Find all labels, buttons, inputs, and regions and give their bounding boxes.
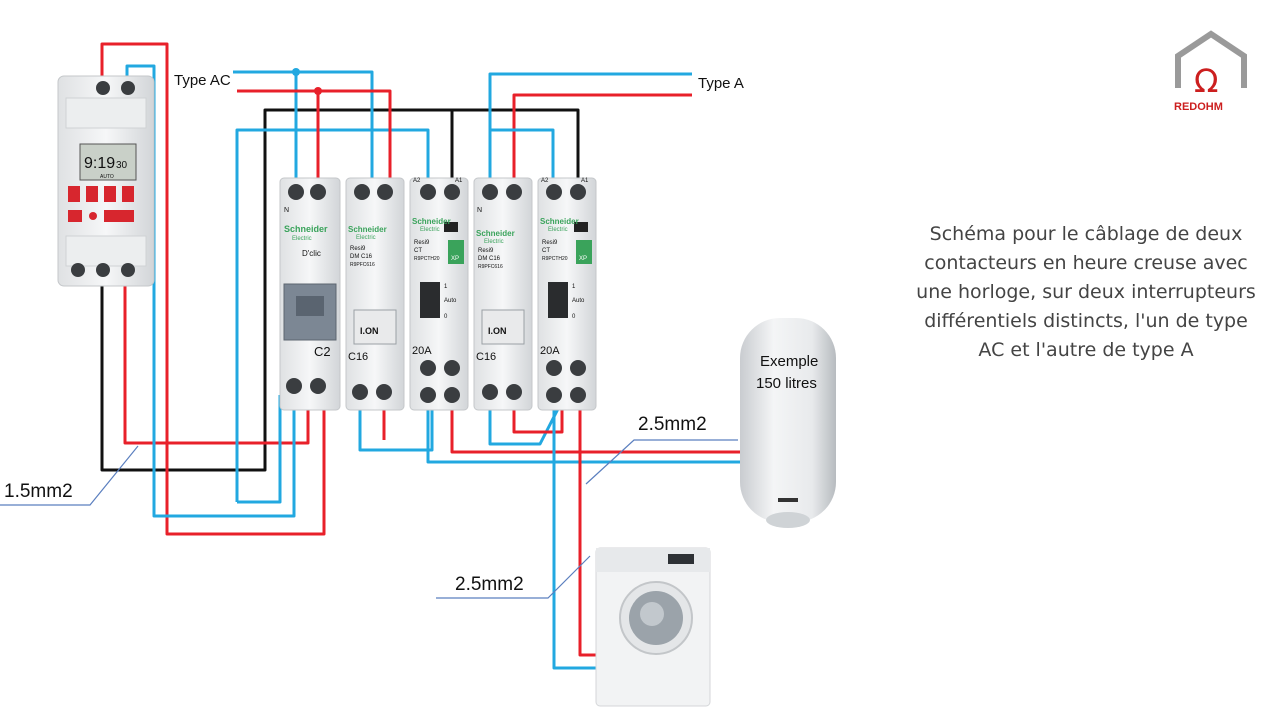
black-control-wire <box>100 108 580 472</box>
blue-return-wire <box>235 128 430 502</box>
b1-line1: Resi9 <box>350 246 366 252</box>
rcd-ac-brand: Schneider <box>284 224 328 234</box>
rcd-a-line1: Resi9 <box>478 248 494 254</box>
c2-badge: XP <box>579 256 587 262</box>
c1-line1: Resi9 <box>414 240 430 246</box>
c2-line3: R9PCTH20 <box>542 256 568 262</box>
label-cable-2-5-b: 2.5mm2 <box>455 574 524 595</box>
red-timer-supply-wire <box>100 42 326 536</box>
blue-typea-feed <box>488 72 692 195</box>
rcd-a-line3: R9PFC616 <box>478 264 503 270</box>
label-cable-1-5: 1.5mm2 <box>4 481 73 502</box>
junction-red <box>314 87 322 95</box>
label-cable-2-5-a: 2.5mm2 <box>638 414 707 435</box>
blue-c2-wm <box>552 368 596 670</box>
tank-label-1: Exemple <box>760 353 818 370</box>
label-type-ac: Type AC <box>174 72 231 89</box>
washing-machine <box>595 547 711 707</box>
b1-line2: DM C16 <box>350 254 373 260</box>
c1-a1: A1 <box>455 178 463 184</box>
wires <box>100 42 742 670</box>
rcd-a-handle: I.ON <box>488 326 507 336</box>
c1-pos1: 1 <box>444 284 448 290</box>
description-text: Schéma pour le câblage de deux contacteu… <box>900 220 1272 365</box>
rcd-a-n: N <box>477 207 482 214</box>
blue-c1-tank <box>426 395 742 464</box>
description-line: Schéma pour le câblage de deux <box>929 223 1243 245</box>
c1-rating: 20A <box>412 345 432 357</box>
rcd-ac-model: D'clic <box>302 249 321 258</box>
contactor-2-module: A2 A1 Schneider Electric Resi9 CT R9PCTH… <box>537 177 597 411</box>
timer-mode: AUTO <box>100 174 114 180</box>
c1-pos2: Auto <box>444 298 457 304</box>
c2-a2: A2 <box>541 178 549 184</box>
blue-typeac-feed <box>233 70 374 195</box>
c2-line1: Resi9 <box>542 240 558 246</box>
c2-brand2: Electric <box>548 227 568 233</box>
blue-a-c2 <box>488 395 562 446</box>
c1-a2: A2 <box>413 178 421 184</box>
rcd-type-a-module: N Schneider Electric Resi9 DM C16 R9PFC6… <box>473 177 533 411</box>
description-line: différentiels distincts, l'un de type <box>924 310 1248 332</box>
rcd-a-rating: C16 <box>476 351 496 363</box>
contactor-1-module: A2 A1 Schneider Electric Resi9 CT R9PCTH… <box>409 177 469 411</box>
c1-badge: XP <box>451 256 459 262</box>
blue-typea-control <box>490 128 555 195</box>
breaker-c16-module: Schneider Electric Resi9 DM C16 R9PFC616… <box>345 177 405 411</box>
rcd-ac-rating: C2 <box>314 344 331 359</box>
b1-brand: Schneider <box>348 225 387 234</box>
water-heater: Exemple 150 litres <box>740 318 836 528</box>
junction-blue <box>292 68 300 76</box>
blue-timer-supply-wire <box>125 64 296 518</box>
red-timer-output-wire <box>123 276 310 445</box>
timer-module: 9:19 30 AUTO <box>57 75 155 287</box>
timer-seconds: 30 <box>116 160 128 171</box>
rcd-a-line2: DM C16 <box>478 256 501 262</box>
c2-pos3: 0 <box>572 314 576 320</box>
rcd-type-ac-module: N Schneider Electric D'clic C2 <box>279 177 341 411</box>
rcd-a-brand2: Electric <box>484 239 504 245</box>
b1-line3: R9PFC616 <box>350 262 375 268</box>
leader-lines <box>0 439 738 599</box>
c1-brand: Schneider <box>412 217 451 226</box>
c2-brand: Schneider <box>540 217 579 226</box>
rcd-ac-brand2: Electric <box>292 236 312 242</box>
c2-pos1: 1 <box>572 284 576 290</box>
redohm-logo: Ω REDOHM <box>1174 30 1247 113</box>
c1-line2: CT <box>414 248 422 254</box>
c1-pos3: 0 <box>444 314 448 320</box>
c2-pos2: Auto <box>572 298 585 304</box>
b1-rating: C16 <box>348 351 368 363</box>
c2-rating: 20A <box>540 345 560 357</box>
c2-a1: A1 <box>581 178 589 184</box>
blue-return-wire-b <box>237 395 282 504</box>
c1-line3: R9PCTH20 <box>414 256 440 262</box>
omega-icon: Ω <box>1194 62 1218 100</box>
c2-line2: CT <box>542 248 550 254</box>
description-line: AC et l'autre de type A <box>978 339 1194 361</box>
rcd-ac-n: N <box>284 207 289 214</box>
red-typea-feed <box>512 93 692 195</box>
tank-label-2: 150 litres <box>756 375 817 392</box>
rcd-a-brand: Schneider <box>476 229 515 238</box>
logo-text: REDOHM <box>1174 101 1223 113</box>
label-type-a: Type A <box>698 75 744 92</box>
timer-time: 9:19 <box>84 155 115 172</box>
house-icon <box>1175 30 1247 88</box>
c1-brand2: Electric <box>420 227 440 233</box>
red-typeac-feed <box>237 89 392 195</box>
description-line: une horloge, sur deux interrupteurs <box>916 281 1256 303</box>
b1-handle: I.ON <box>360 326 379 336</box>
b1-brand2: Electric <box>356 235 376 241</box>
description-line: contacteurs en heure creuse avec <box>924 252 1248 274</box>
red-c2-wm <box>578 395 596 657</box>
